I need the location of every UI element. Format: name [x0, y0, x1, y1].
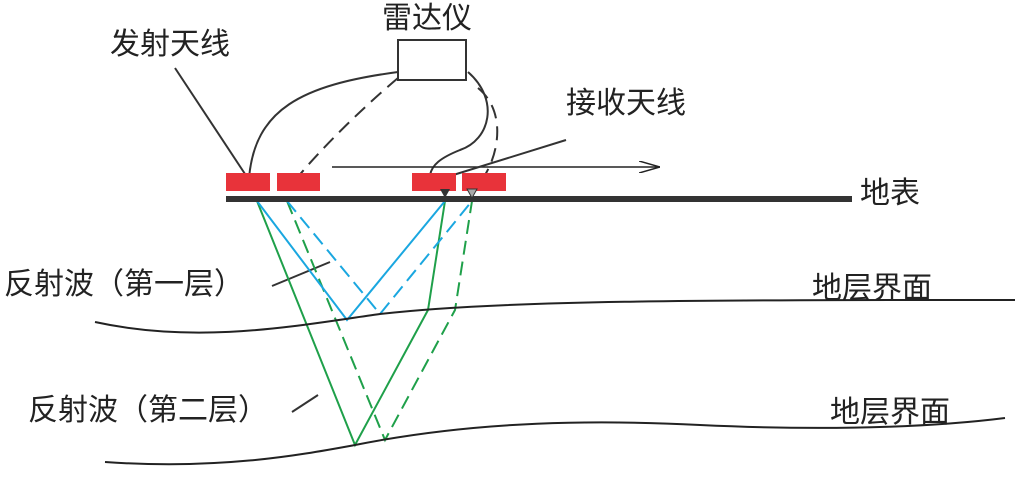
- label-interface1: 地层界面: [812, 271, 932, 306]
- wave-layer1-solid: [256, 200, 446, 322]
- cable-receive: [429, 71, 489, 176]
- ground-surface: [226, 196, 852, 202]
- cable-receive-2: [477, 87, 499, 176]
- receive-antenna-1: [412, 173, 456, 191]
- label-interface2: 地层界面: [830, 395, 950, 430]
- leader-layer2: [291, 394, 319, 413]
- receive-marker-1: [440, 189, 450, 198]
- interface-2: [104, 417, 1006, 466]
- transmit-antenna-2: [277, 173, 320, 191]
- cable-transmit-2: [296, 77, 399, 179]
- interface-1: [94, 299, 1016, 334]
- label-reflect-layer2: 反射波（第二层）: [28, 393, 268, 428]
- wave-layer2-dashed: [286, 200, 473, 443]
- label-reflect-layer1: 反射波（第一层）: [4, 267, 244, 302]
- label-surface: 地表: [860, 176, 920, 211]
- wave-layer1-dashed: [286, 200, 473, 316]
- leader-layer1: [271, 261, 331, 287]
- cable-transmit: [248, 71, 399, 179]
- label-transmit-antenna: 发射天线: [110, 27, 230, 62]
- radar-unit: [397, 39, 467, 81]
- label-receive-antenna: 接收天线: [566, 86, 686, 121]
- receive-marker-2: [466, 188, 478, 200]
- receive-antenna-2: [462, 173, 506, 191]
- leader-transmit: [174, 67, 250, 181]
- wave-layer2-solid: [256, 200, 446, 448]
- leader-receive: [449, 139, 567, 177]
- transmit-antenna-1: [226, 173, 270, 191]
- label-radar: 雷达仪: [382, 1, 472, 36]
